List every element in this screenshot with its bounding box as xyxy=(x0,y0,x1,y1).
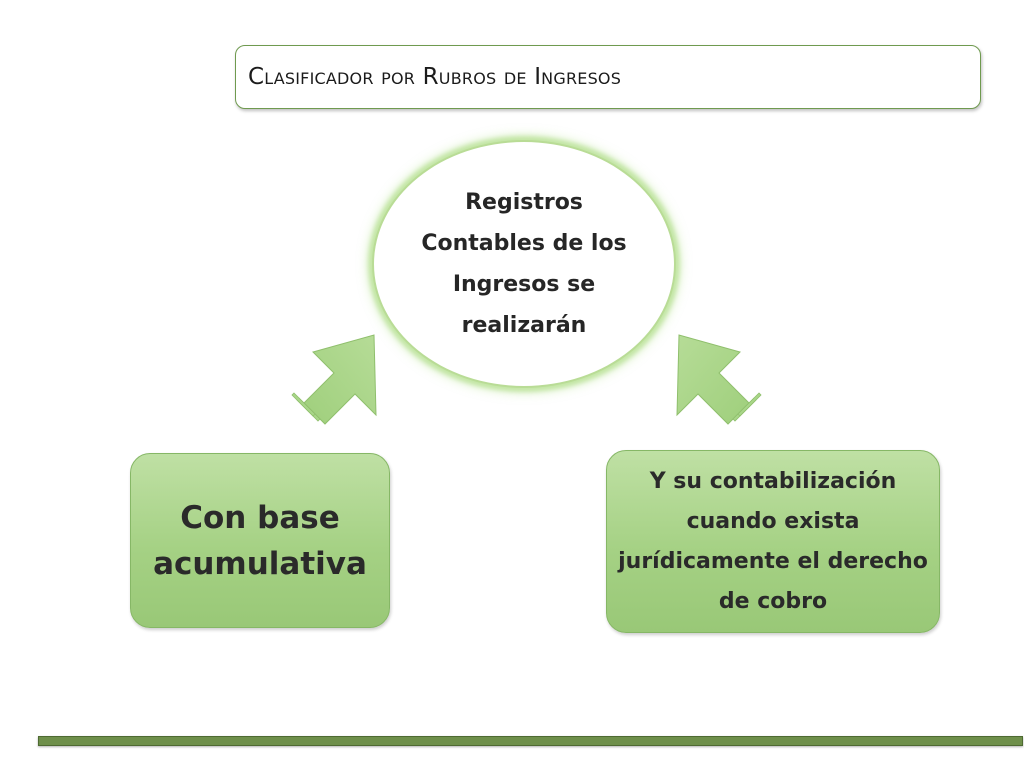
slide-title: Clasificador por Rubros de Ingresos xyxy=(248,64,622,90)
center-circle-text: Registros Contables de los Ingresos se r… xyxy=(421,190,627,338)
left-box-text: Con base acumulativa xyxy=(153,499,367,582)
center-circle: Registros Contables de los Ingresos se r… xyxy=(372,140,676,388)
footer-divider xyxy=(38,736,1023,746)
title-box: Clasificador por Rubros de Ingresos xyxy=(235,45,981,109)
right-box: Y su contabilización cuando exista juríd… xyxy=(606,450,940,633)
arrow-up-left-icon xyxy=(676,334,762,425)
left-box: Con base acumulativa xyxy=(130,453,390,628)
arrow-up-right-icon xyxy=(291,334,377,425)
right-box-text: Y su contabilización cuando exista juríd… xyxy=(618,468,928,614)
